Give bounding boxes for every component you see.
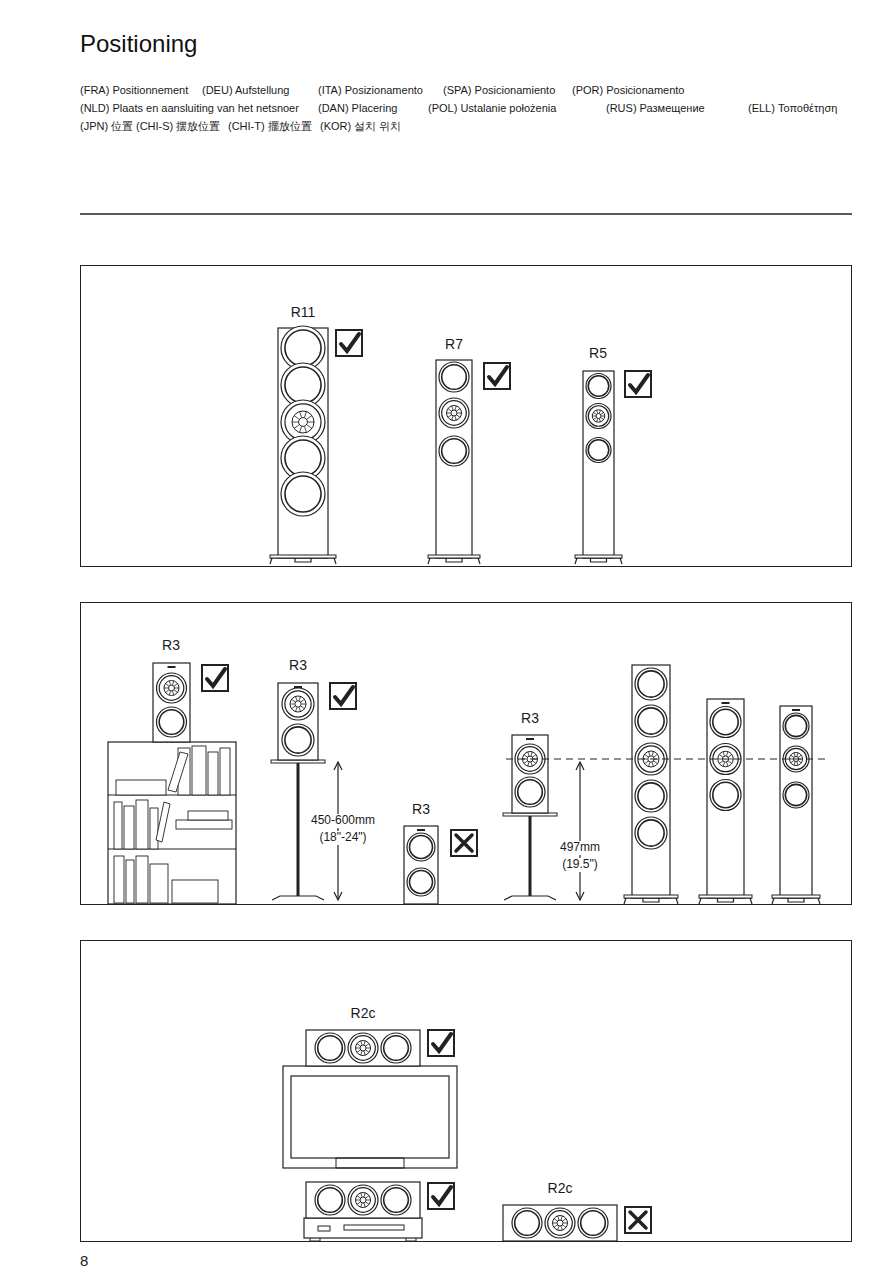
translation-label: (FRA) Positionnement bbox=[80, 84, 188, 97]
cabinet bbox=[503, 1205, 617, 1241]
model-label: R3 bbox=[521, 710, 539, 726]
translation-label: (KOR) 설치 위치 bbox=[320, 120, 401, 133]
uni-q-driver bbox=[586, 404, 611, 429]
cabinet bbox=[306, 1182, 420, 1218]
dimension: 450-600mm bbox=[309, 814, 377, 828]
driver bbox=[407, 833, 435, 861]
driver bbox=[586, 374, 611, 399]
model-label: R3 bbox=[289, 657, 307, 673]
driver bbox=[315, 1185, 345, 1215]
driver bbox=[407, 868, 435, 896]
ok-mark bbox=[484, 363, 510, 389]
av-receiver bbox=[304, 1218, 422, 1238]
cabinet bbox=[404, 826, 438, 904]
uni-q-driver bbox=[282, 688, 314, 720]
driver bbox=[578, 1208, 608, 1238]
tweeter-height-line bbox=[506, 759, 826, 760]
cabinet bbox=[707, 699, 744, 898]
cabinet bbox=[153, 663, 190, 742]
cabinet bbox=[780, 706, 812, 898]
dimension: (18"-24") bbox=[317, 831, 368, 845]
ok-mark bbox=[202, 665, 228, 691]
ok-mark bbox=[625, 371, 651, 397]
cabinet bbox=[632, 665, 670, 898]
cabinet bbox=[278, 683, 318, 760]
uni-q-driver bbox=[545, 1208, 575, 1238]
driver bbox=[635, 817, 667, 849]
uni-q-driver bbox=[439, 398, 469, 428]
panel bbox=[81, 941, 852, 1242]
cabinet bbox=[583, 371, 614, 558]
model-label: R3 bbox=[162, 637, 180, 653]
translation-label: (CHI-T) 擺放位置 bbox=[228, 120, 312, 133]
rule bbox=[80, 213, 852, 215]
page-number: 8 bbox=[80, 1252, 88, 1269]
driver bbox=[635, 780, 667, 812]
wrong-mark bbox=[451, 830, 477, 856]
cabinet bbox=[436, 360, 472, 558]
uni-q-driver bbox=[348, 1033, 378, 1063]
driver bbox=[710, 780, 741, 811]
model-label: R3 bbox=[412, 801, 430, 817]
dimension: 497mm bbox=[558, 841, 602, 855]
translation-label: (POL) Ustalanie położenia bbox=[428, 102, 556, 115]
driver bbox=[710, 707, 741, 738]
ok-mark bbox=[428, 1030, 454, 1056]
driver bbox=[586, 438, 611, 463]
bookshelf bbox=[108, 742, 236, 904]
cabinet bbox=[306, 1030, 420, 1066]
translation-label: (NLD) Plaats en aansluiting van het nets… bbox=[80, 102, 299, 115]
ok-mark bbox=[336, 330, 362, 356]
translation-label: (ITA) Posizionamento bbox=[318, 84, 423, 97]
translation-label: (RUS) Размещение bbox=[606, 102, 705, 115]
driver bbox=[282, 724, 314, 756]
driver bbox=[515, 777, 545, 807]
driver bbox=[281, 472, 325, 516]
translation-label: (CHI-S) 摆放位置 bbox=[136, 120, 220, 133]
model-label: R5 bbox=[589, 345, 607, 361]
model-label: R2c bbox=[351, 1005, 376, 1021]
translation-label: (DEU) Aufstellung bbox=[202, 84, 289, 97]
driver bbox=[315, 1033, 345, 1063]
translation-label: (SPA) Posicionamiento bbox=[443, 84, 555, 97]
driver bbox=[512, 1208, 542, 1238]
translation-label: (ELL) Τοποθέτηση bbox=[748, 102, 837, 115]
translation-label: (JPN) 位置 bbox=[80, 120, 133, 133]
model-label: R11 bbox=[291, 304, 316, 320]
driver bbox=[783, 782, 809, 808]
uni-q-driver bbox=[348, 1185, 378, 1215]
wrong-mark bbox=[625, 1207, 651, 1233]
cabinet bbox=[278, 328, 328, 558]
driver bbox=[635, 705, 667, 737]
ok-mark bbox=[330, 683, 356, 709]
model-label: R2c bbox=[548, 1180, 573, 1196]
panel bbox=[81, 266, 852, 567]
driver bbox=[381, 1033, 411, 1063]
driver bbox=[635, 668, 667, 700]
driver bbox=[783, 713, 809, 739]
panel bbox=[81, 603, 852, 905]
driver bbox=[439, 362, 469, 392]
page-title: Positioning bbox=[80, 30, 197, 58]
model-label: R7 bbox=[445, 336, 463, 352]
dimension: (19.5") bbox=[560, 858, 600, 872]
television bbox=[283, 1066, 457, 1168]
translation-label: (POR) Posicionamento bbox=[572, 84, 685, 97]
ok-mark bbox=[428, 1183, 454, 1209]
driver bbox=[157, 707, 187, 737]
driver bbox=[439, 436, 469, 466]
driver bbox=[381, 1185, 411, 1215]
uni-q-driver bbox=[157, 673, 187, 703]
translation-label: (DAN) Placering bbox=[318, 102, 397, 115]
cabinet bbox=[512, 735, 548, 813]
